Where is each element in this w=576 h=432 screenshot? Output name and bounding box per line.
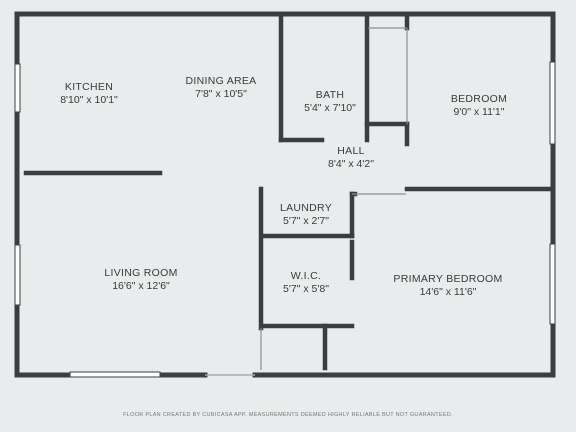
room-name: DINING AREA xyxy=(185,74,257,87)
room-wic: W.I.C. 5'7" x 5'8" xyxy=(283,270,329,296)
room-dimensions: 8'10" x 10'1" xyxy=(60,94,118,106)
room-dimensions: 8'4" x 4'2" xyxy=(328,158,374,170)
room-dining-area: DINING AREA 7'8" x 10'5" xyxy=(186,75,257,101)
room-dimensions: 5'7" x 2'7" xyxy=(283,215,329,227)
room-dimensions: 9'0" x 11'1" xyxy=(453,106,505,118)
room-name: LAUNDRY xyxy=(279,201,333,214)
room-dimensions: 5'7" x 5'8" xyxy=(283,283,329,295)
room-dimensions: 7'8" x 10'5" xyxy=(195,88,247,100)
room-name: PRIMARY BEDROOM xyxy=(393,272,503,285)
room-name: HALL xyxy=(337,144,365,157)
room-bath: BATH 5'4" x 7'10" xyxy=(304,89,356,115)
window-living xyxy=(14,244,21,306)
room-primary-bedroom: PRIMARY BEDROOM 14'6" x 11'6" xyxy=(393,273,502,299)
window-living-bottom xyxy=(69,371,161,378)
room-name: BATH xyxy=(315,88,345,101)
windows xyxy=(14,61,556,378)
footer-disclaimer: FLOOR PLAN CREATED BY CUBICASA APP. MEAS… xyxy=(123,412,453,418)
window-kitchen xyxy=(14,63,21,113)
room-dimensions: 14'6" x 11'6" xyxy=(419,286,477,298)
room-name: BEDROOM xyxy=(450,92,508,105)
room-name: W.I.C. xyxy=(290,269,322,282)
thin-walls xyxy=(260,27,408,370)
room-kitchen: KITCHEN 8'10" x 10'1" xyxy=(60,81,118,107)
room-dimensions: 16'6" x 12'6" xyxy=(112,280,170,292)
outer-walls xyxy=(14,11,556,378)
room-name: LIVING ROOM xyxy=(104,266,178,279)
interior-walls xyxy=(23,15,553,371)
window-primary xyxy=(549,243,556,325)
room-dimensions: 5'4" x 7'10" xyxy=(304,102,356,114)
room-living-room: LIVING ROOM 16'6" x 12'6" xyxy=(104,267,177,293)
room-name: KITCHEN xyxy=(64,80,114,93)
room-laundry: LAUNDRY 5'7" x 2'7" xyxy=(280,202,332,228)
window-bedroom xyxy=(549,61,556,145)
room-hall: HALL 8'4" x 4'2" xyxy=(328,145,374,171)
room-bedroom: BEDROOM 9'0" x 11'1" xyxy=(451,93,507,119)
